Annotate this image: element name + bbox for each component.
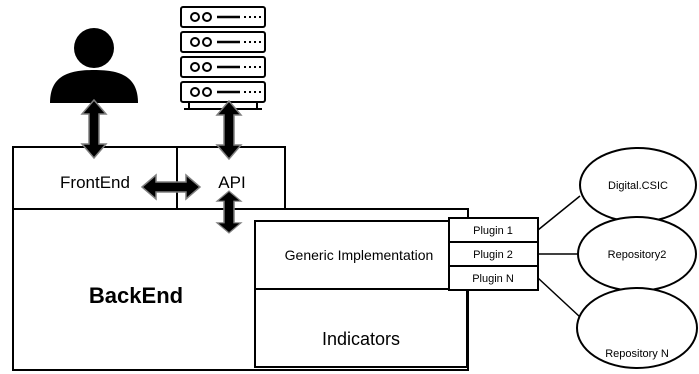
indicators-box [254, 288, 468, 368]
connector-lines [537, 195, 581, 318]
backend-label: BackEnd [89, 283, 183, 308]
plugin-label: Plugin 1 [473, 225, 513, 237]
frontend-label: FrontEnd [60, 173, 130, 192]
api-label: API [218, 173, 245, 192]
plugin-label: Plugin 2 [473, 249, 513, 261]
indicators-label: Indicators [322, 329, 400, 349]
double-arrow-icon [81, 99, 107, 159]
plugin-box [448, 265, 539, 291]
double-arrow-icon [216, 100, 242, 160]
generic-implementation-label: Generic Implementation [285, 247, 434, 263]
repository-label: Digital.CSIC [608, 180, 668, 192]
repository-label: Repository2 [608, 249, 667, 261]
user-icon [50, 28, 138, 103]
repository-label: Repository N [605, 348, 669, 360]
server-rack-icon [180, 6, 266, 110]
repository-ellipse [576, 287, 698, 369]
plugin-label: Plugin N [472, 273, 514, 285]
